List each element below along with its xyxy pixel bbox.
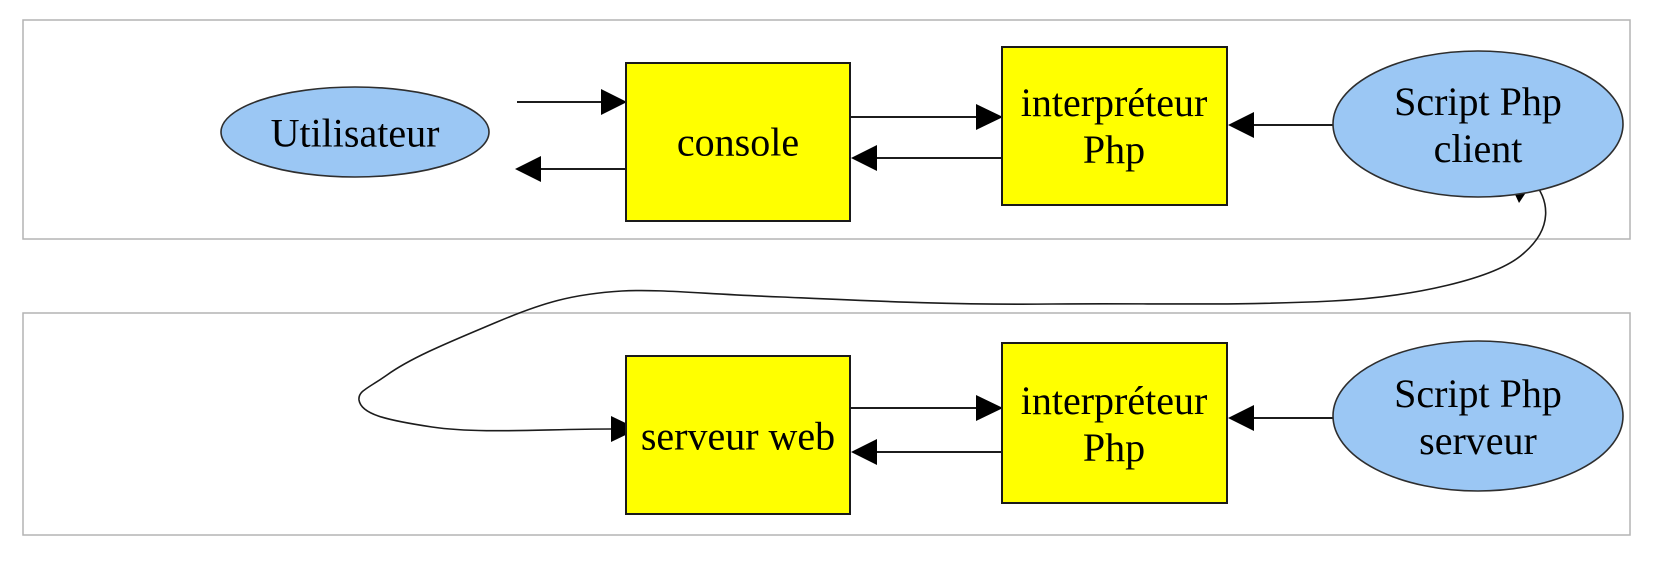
console-label: console [676,119,800,165]
script-php-client-label: Script Php client [1394,78,1562,172]
edge-script-client-to-serveur-web [358,179,1547,432]
console-box [625,62,851,222]
arrowhead-into-interpreteur-serveur-icon [976,395,1003,421]
arrowhead-left-into-interpreteur-client-icon [1228,112,1254,138]
script-php-client-label-line2: client [1433,126,1523,171]
arrowhead-left-into-interpreteur-serveur-icon [1228,405,1254,431]
utilisateur-label: Utilisateur [270,110,440,156]
arrowhead-into-serveur-web-icon [611,416,638,442]
script-php-serveur-label-line2: serveur [1419,418,1537,463]
utilisateur-ellipse [220,86,490,178]
serveur-web-box [625,355,851,515]
interpreteur-php-client-label-line2: Php [1082,127,1146,172]
script-php-serveur-label-line1: Script Php [1394,371,1562,416]
script-php-client-ellipse [1332,50,1624,198]
script-php-serveur-ellipse [1332,340,1624,492]
arrowhead-back-into-console-icon [851,145,877,171]
interpreteur-php-serveur-label: interpréteur Php [1021,377,1208,471]
arrowhead-back-into-serveur-web-icon [851,439,877,465]
interpreteur-php-client-box [1001,46,1228,206]
interpreteur-php-serveur-label-line1: interpréteur [1020,378,1208,423]
arrowhead-into-utilisateur-icon [515,156,541,182]
serveur-web-label: serveur web [640,413,836,459]
arrowhead-into-console-icon [601,89,627,115]
arrowhead-into-interpreteur-client-icon [976,104,1003,130]
script-php-client-label-line1: Script Php [1394,79,1562,124]
script-php-serveur-label: Script Php serveur [1394,370,1562,464]
interpreteur-php-client-label-line1: interpréteur [1020,80,1208,125]
interpreteur-php-serveur-box [1001,342,1228,504]
interpreteur-php-serveur-label-line2: Php [1082,425,1146,470]
interpreteur-php-client-label: interpréteur Php [1021,79,1208,173]
